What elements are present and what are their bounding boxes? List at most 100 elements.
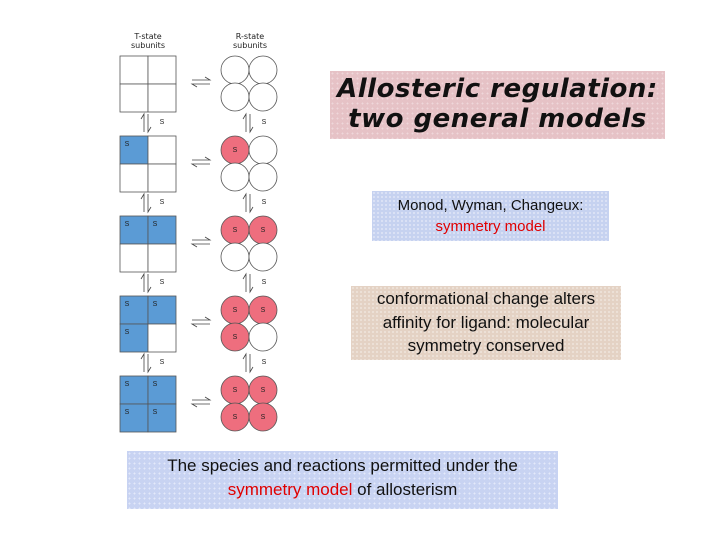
rstate-subunit-1-1 (248, 135, 278, 165)
rstate-subunit-0-2 (220, 82, 250, 112)
tstate-binding-arrow-up-0 (140, 112, 145, 132)
equilibrium-arrow-left-2 (190, 243, 210, 248)
rstate-subunit-1-3 (248, 162, 278, 192)
tstate-binding-arrow-down-1 (147, 194, 152, 214)
caption-highlight: symmetry model (227, 480, 353, 499)
rstate-binding-arrow-down-0 (249, 114, 254, 134)
r-ligand-label-2-0: S (233, 227, 238, 234)
tstate-binding-arrow-up-2 (140, 272, 145, 292)
title-box: Allosteric regulation: two general model… (330, 71, 665, 139)
tstate-binding-ligand-3: S (160, 359, 165, 366)
caption-rest: of allosterism (352, 480, 458, 499)
t-ligand-label-2-0: S (125, 221, 130, 228)
equilibrium-arrow-left-4 (190, 403, 210, 408)
tstate-subunit-4-0 (119, 375, 149, 405)
mwc-model-name: symmetry model (435, 218, 546, 235)
rstate-subunit-4-3 (248, 402, 278, 432)
tstate-subunit-3-0 (119, 295, 149, 325)
rstate-binding-arrow-up-2 (242, 272, 247, 292)
title-line-2: two general models (348, 104, 647, 134)
tstate-binding-ligand-1: S (160, 199, 165, 206)
rstate-binding-arrow-up-3 (242, 352, 247, 372)
r-ligand-label-4-3: S (261, 414, 266, 421)
rstate-subunit-0-0 (220, 55, 250, 85)
r-state-label: R-state subunits (233, 32, 267, 50)
rstate-subunit-3-3 (248, 322, 278, 352)
caption-box: The species and reactions permitted unde… (127, 451, 558, 509)
t-ligand-label-3-1: S (153, 301, 158, 308)
caption-line-2: symmetry model of allosterism (127, 478, 558, 502)
tstate-subunit-2-2 (119, 243, 149, 273)
tstate-binding-arrow-down-3 (147, 354, 152, 374)
t-ligand-label-1-0: S (125, 141, 130, 148)
r-ligand-label-1-0: S (233, 147, 238, 154)
equilibrium-arrow-right-3 (192, 316, 212, 321)
rstate-binding-ligand-1: S (262, 199, 267, 206)
t-ligand-label-4-3: S (153, 409, 158, 416)
tstate-subunit-1-3 (147, 163, 177, 193)
rstate-binding-arrow-down-3 (249, 354, 254, 374)
rstate-subunit-1-2 (220, 162, 250, 192)
equilibrium-arrow-left-3 (190, 323, 210, 328)
tstate-subunit-3-1 (147, 295, 177, 325)
rstate-binding-arrow-up-0 (242, 112, 247, 132)
tstate-subunit-2-0 (119, 215, 149, 245)
rstate-binding-arrow-down-2 (249, 274, 254, 294)
tstate-binding-arrow-up-3 (140, 352, 145, 372)
equilibrium-arrow-left-1 (190, 163, 210, 168)
mwc-authors: Monod, Wyman, Changeux: (397, 197, 584, 214)
tstate-subunit-3-2 (119, 323, 149, 353)
tstate-subunit-1-1 (147, 135, 177, 165)
tstate-binding-arrow-down-0 (147, 114, 152, 134)
title-line-1: Allosteric regulation: (337, 74, 658, 104)
rstate-binding-ligand-3: S (262, 359, 267, 366)
equilibrium-arrow-right-2 (192, 236, 212, 241)
tstate-subunit-2-3 (147, 243, 177, 273)
rstate-binding-ligand-2: S (262, 279, 267, 286)
equilibrium-arrow-right-1 (192, 156, 212, 161)
r-ligand-label-3-1: S (261, 307, 266, 314)
tstate-subunit-2-1 (147, 215, 177, 245)
tstate-subunit-0-2 (119, 83, 149, 113)
rstate-subunit-2-3 (248, 242, 278, 272)
r-ligand-label-3-2: S (233, 334, 238, 341)
conformational-line-1: conformational change alters (376, 289, 596, 308)
equilibrium-arrow-right-0 (192, 76, 212, 81)
rstate-binding-ligand-0: S (262, 119, 267, 126)
r-ligand-label-4-0: S (233, 387, 238, 394)
t-ligand-label-4-1: S (153, 381, 158, 388)
t-ligand-label-3-0: S (125, 301, 130, 308)
tstate-binding-ligand-0: S (160, 119, 165, 126)
conformational-box: conformational change alters affinity fo… (351, 286, 621, 360)
r-ligand-label-4-1: S (261, 387, 266, 394)
t-ligand-label-3-2: S (125, 329, 130, 336)
tstate-subunit-4-3 (147, 403, 177, 433)
t-state-label: T-state subunits (131, 32, 165, 50)
tstate-subunit-4-2 (119, 403, 149, 433)
tstate-subunit-3-3 (147, 323, 177, 353)
rstate-binding-arrow-up-1 (242, 192, 247, 212)
rstate-subunit-0-1 (248, 55, 278, 85)
t-ligand-label-4-2: S (125, 409, 130, 416)
equilibrium-arrow-right-4 (192, 396, 212, 401)
equilibrium-arrow-left-0 (190, 83, 210, 88)
conformational-line-3: symmetry conserved (407, 336, 565, 355)
rstate-binding-arrow-down-1 (249, 194, 254, 214)
rstate-subunit-2-2 (220, 242, 250, 272)
tstate-subunit-0-3 (147, 83, 177, 113)
tstate-binding-ligand-2: S (160, 279, 165, 286)
tstate-subunit-0-0 (119, 55, 149, 85)
caption-line-1: The species and reactions permitted unde… (167, 456, 518, 475)
tstate-subunit-1-2 (119, 163, 149, 193)
mwc-box: Monod, Wyman, Changeux: symmetry model (372, 191, 609, 241)
t-ligand-label-2-1: S (153, 221, 158, 228)
tstate-binding-arrow-down-2 (147, 274, 152, 294)
t-ligand-label-4-0: S (125, 381, 130, 388)
tstate-binding-arrow-up-1 (140, 192, 145, 212)
r-ligand-label-2-1: S (261, 227, 266, 234)
rstate-subunit-0-3 (248, 82, 278, 112)
conformational-line-2: affinity for ligand: molecular (382, 312, 590, 332)
r-ligand-label-4-2: S (233, 414, 238, 421)
tstate-subunit-0-1 (147, 55, 177, 85)
